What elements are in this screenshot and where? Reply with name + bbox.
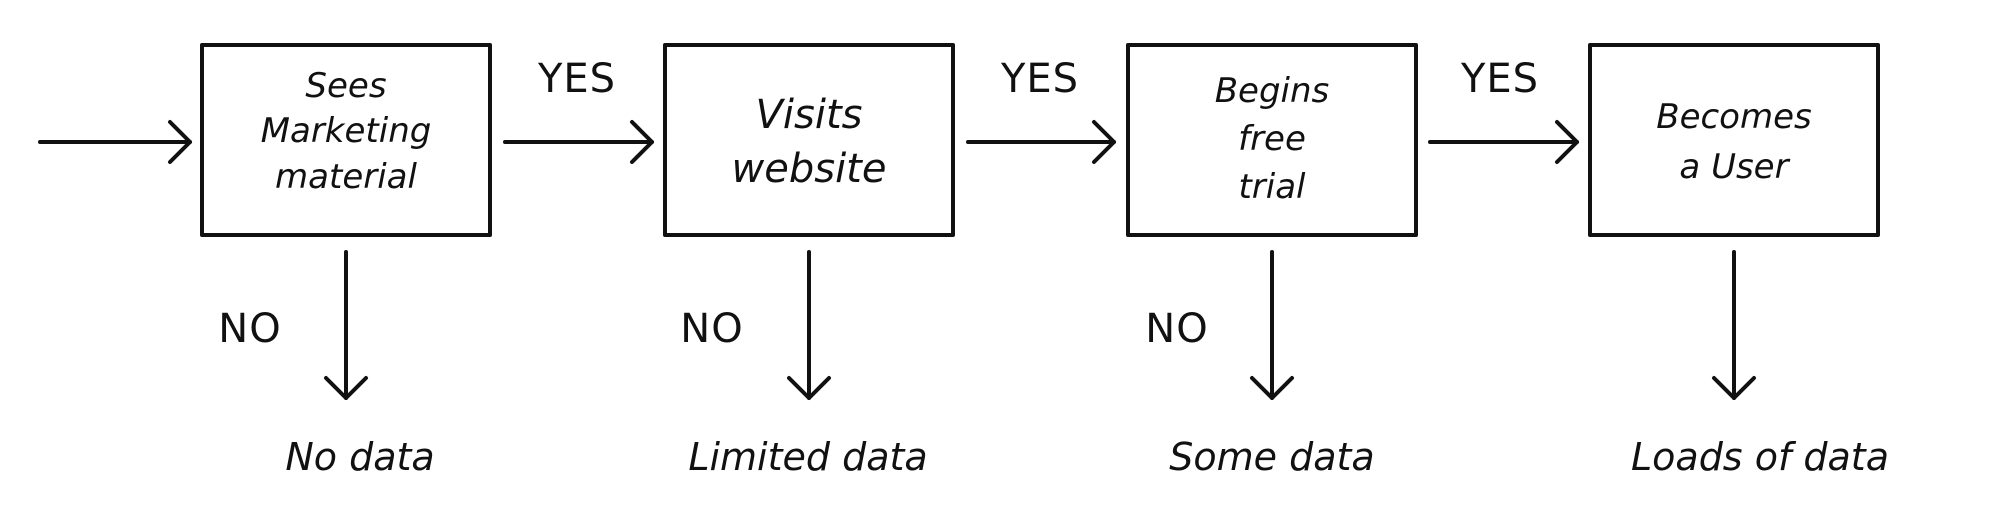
step-1-line-1: Sees [305, 66, 386, 106]
step-4-line-1: Becomes [1656, 97, 1812, 137]
step-4-line-2: a User [1679, 147, 1790, 187]
step-3-line-1: Begins [1215, 71, 1330, 111]
step-3-line-2: free [1238, 119, 1306, 159]
yes-label-2: YES [1000, 56, 1079, 102]
step-box-1: Sees Marketing material [200, 43, 492, 237]
yes-label-3: YES [1460, 56, 1539, 102]
outcome-3: Some data [1169, 435, 1374, 479]
yes-arrow-3: YES [1428, 56, 1579, 164]
no-label-2: NO [680, 306, 743, 352]
no-arrow-1: NO [218, 250, 368, 400]
no-arrow-2: NO [680, 250, 831, 400]
step-3-line-3: trial [1238, 167, 1306, 207]
step-2-line-2: website [732, 146, 887, 192]
outcome-2: Limited data [688, 435, 927, 479]
step-1-line-3: material [275, 157, 417, 197]
step-box-3: Begins free trial [1126, 43, 1418, 237]
yes-label-1: YES [537, 56, 616, 102]
no-label-1: NO [218, 306, 281, 352]
no-label-3: NO [1145, 306, 1208, 352]
outcome-4: Loads of data [1631, 435, 1889, 479]
step-2-line-1: Visits [756, 92, 863, 138]
step-box-2: Visits website [663, 43, 955, 237]
outcome-1: No data [285, 435, 434, 479]
step-box-4: Becomes a User [1588, 43, 1880, 237]
step-1-line-2: Marketing [261, 111, 432, 151]
entry-arrow [38, 120, 192, 164]
yes-arrow-1: YES [503, 56, 654, 164]
final-arrow [1712, 250, 1756, 400]
no-arrow-3: NO [1145, 250, 1294, 400]
yes-arrow-2: YES [966, 56, 1116, 164]
